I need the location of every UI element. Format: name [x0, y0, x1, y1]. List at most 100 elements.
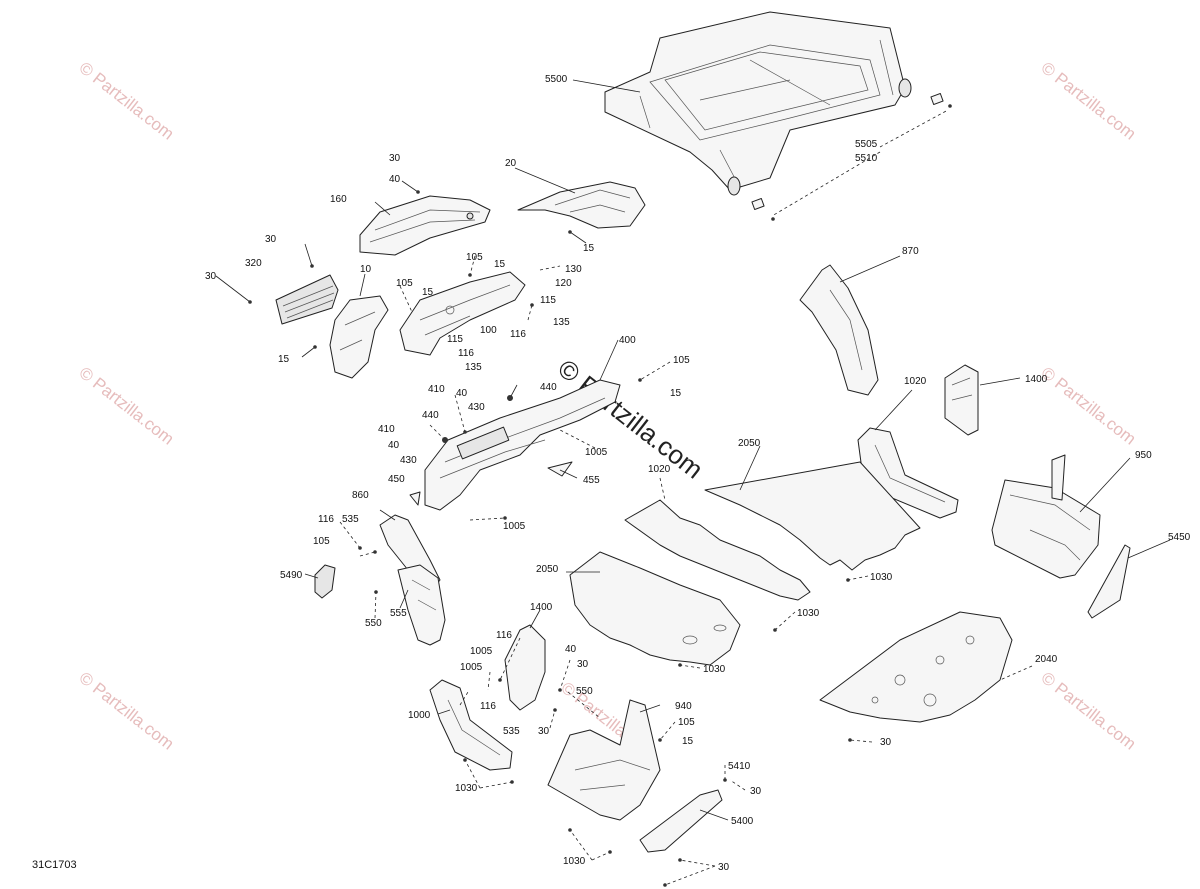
- callout-30[interactable]: 30: [577, 659, 589, 670]
- part-1020-floor-mat-center[interactable]: [624, 499, 811, 601]
- callout-116[interactable]: 116: [318, 514, 334, 525]
- callout-135[interactable]: 135: [465, 362, 482, 373]
- callout-120[interactable]: 120: [555, 278, 572, 289]
- callout-2050[interactable]: 2050: [738, 438, 761, 449]
- callout-5450[interactable]: 5450: [1168, 532, 1191, 543]
- callout-105[interactable]: 105: [466, 252, 483, 263]
- part-5490-mirror[interactable]: [314, 564, 336, 599]
- callout-40[interactable]: 40: [565, 644, 577, 655]
- part-555-pillar-lower[interactable]: [397, 564, 446, 646]
- part-5400-panel[interactable]: [639, 789, 723, 853]
- callout-535[interactable]: 535: [503, 726, 520, 737]
- part-5500-roof[interactable]: [604, 11, 912, 196]
- callout-5410[interactable]: 5410: [728, 761, 751, 772]
- callout-1030[interactable]: 1030: [797, 608, 820, 619]
- callout-1030[interactable]: 1030: [563, 856, 586, 867]
- callout-30[interactable]: 30: [389, 153, 401, 164]
- part-950-rear-box[interactable]: [991, 454, 1101, 579]
- callout-5510[interactable]: 5510: [855, 153, 878, 164]
- callout-455[interactable]: 455: [583, 475, 600, 486]
- callout-15[interactable]: 15: [670, 388, 682, 399]
- callout-116[interactable]: 116: [480, 701, 496, 712]
- callout-100[interactable]: 100: [480, 325, 497, 336]
- part-100-front-bracket[interactable]: [399, 271, 526, 356]
- callout-1030[interactable]: 1030: [455, 783, 478, 794]
- callout-870[interactable]: 870: [902, 246, 919, 257]
- callout-1005[interactable]: 1005: [470, 646, 493, 657]
- part-2050-floor-mat-upper[interactable]: [704, 461, 921, 571]
- callout-1030[interactable]: 1030: [703, 664, 726, 675]
- callout-550[interactable]: 550: [576, 686, 593, 697]
- callout-15[interactable]: 15: [583, 243, 595, 254]
- callout-115[interactable]: 115: [447, 334, 463, 345]
- callout-20[interactable]: 20: [505, 158, 517, 169]
- callout-30[interactable]: 30: [880, 737, 892, 748]
- callout-2050[interactable]: 2050: [536, 564, 559, 575]
- callout-5505[interactable]: 5505: [855, 139, 878, 150]
- callout-40[interactable]: 40: [389, 174, 401, 185]
- callout-10[interactable]: 10: [360, 264, 372, 275]
- callout-105[interactable]: 105: [313, 536, 330, 547]
- callout-550[interactable]: 550: [365, 618, 382, 629]
- callout-450[interactable]: 450: [388, 474, 405, 485]
- callout-15[interactable]: 15: [422, 287, 434, 298]
- callout-320[interactable]: 320: [245, 258, 262, 269]
- callout-40[interactable]: 40: [456, 388, 468, 399]
- callout-430[interactable]: 430: [468, 402, 485, 413]
- callout-1005[interactable]: 1005: [460, 662, 483, 673]
- callout-116[interactable]: 116: [510, 329, 526, 340]
- callout-15[interactable]: 15: [682, 736, 694, 747]
- callout-105[interactable]: 105: [678, 717, 695, 728]
- part-320-grille[interactable]: [275, 274, 339, 325]
- part-1000-rocker-left[interactable]: [429, 679, 513, 771]
- callout-1005[interactable]: 1005: [585, 447, 608, 458]
- part-5450-panel[interactable]: [1087, 544, 1131, 619]
- part-20-cover[interactable]: [517, 181, 646, 229]
- part-2050-floor-mat-lower[interactable]: [569, 551, 741, 666]
- part-400-dash[interactable]: [424, 379, 621, 511]
- callout-1400[interactable]: 1400: [1025, 374, 1048, 385]
- callout-2040[interactable]: 2040: [1035, 654, 1058, 665]
- callout-410[interactable]: 410: [378, 424, 395, 435]
- callout-400[interactable]: 400: [619, 335, 636, 346]
- callout-535[interactable]: 535: [342, 514, 359, 525]
- part-455-decal[interactable]: [547, 461, 573, 477]
- callout-430[interactable]: 430: [400, 455, 417, 466]
- callout-135[interactable]: 135: [553, 317, 570, 328]
- callout-115[interactable]: 115: [540, 295, 556, 306]
- callout-5500[interactable]: 5500: [545, 74, 568, 85]
- callout-15[interactable]: 15: [494, 259, 506, 270]
- callout-1020[interactable]: 1020: [904, 376, 927, 387]
- callout-940[interactable]: 940: [675, 701, 692, 712]
- part-450-decal[interactable]: [409, 491, 421, 506]
- callout-860[interactable]: 860: [352, 490, 369, 501]
- callout-5400[interactable]: 5400: [731, 816, 754, 827]
- part-10-bezel[interactable]: [329, 295, 389, 379]
- callout-130[interactable]: 130: [565, 264, 582, 275]
- callout-105[interactable]: 105: [396, 278, 413, 289]
- part-160-hood[interactable]: [359, 195, 491, 256]
- part-1400-lower-panel[interactable]: [504, 624, 546, 711]
- callout-440[interactable]: 440: [540, 382, 557, 393]
- callout-440[interactable]: 440: [422, 410, 439, 421]
- callout-410[interactable]: 410: [428, 384, 445, 395]
- callout-555[interactable]: 555: [390, 608, 407, 619]
- callout-30[interactable]: 30: [538, 726, 550, 737]
- callout-1020[interactable]: 1020: [648, 464, 671, 475]
- callout-116[interactable]: 116: [458, 348, 474, 359]
- callout-30[interactable]: 30: [718, 862, 730, 873]
- callout-5490[interactable]: 5490: [280, 570, 303, 581]
- callout-40[interactable]: 40: [388, 440, 400, 451]
- callout-1005[interactable]: 1005: [503, 521, 526, 532]
- callout-116[interactable]: 116: [496, 630, 512, 641]
- callout-950[interactable]: 950: [1135, 450, 1152, 461]
- callout-160[interactable]: 160: [330, 194, 347, 205]
- part-1400-upper-right[interactable]: [944, 364, 979, 436]
- part-940-rear-box-left[interactable]: [547, 699, 661, 821]
- part-2040-skid-plate[interactable]: [819, 611, 1013, 723]
- callout-1400[interactable]: 1400: [530, 602, 553, 613]
- callout-15[interactable]: 15: [278, 354, 290, 365]
- callout-30[interactable]: 30: [265, 234, 277, 245]
- part-5505-5510-brackets[interactable]: [751, 93, 952, 221]
- callout-1000[interactable]: 1000: [408, 710, 431, 721]
